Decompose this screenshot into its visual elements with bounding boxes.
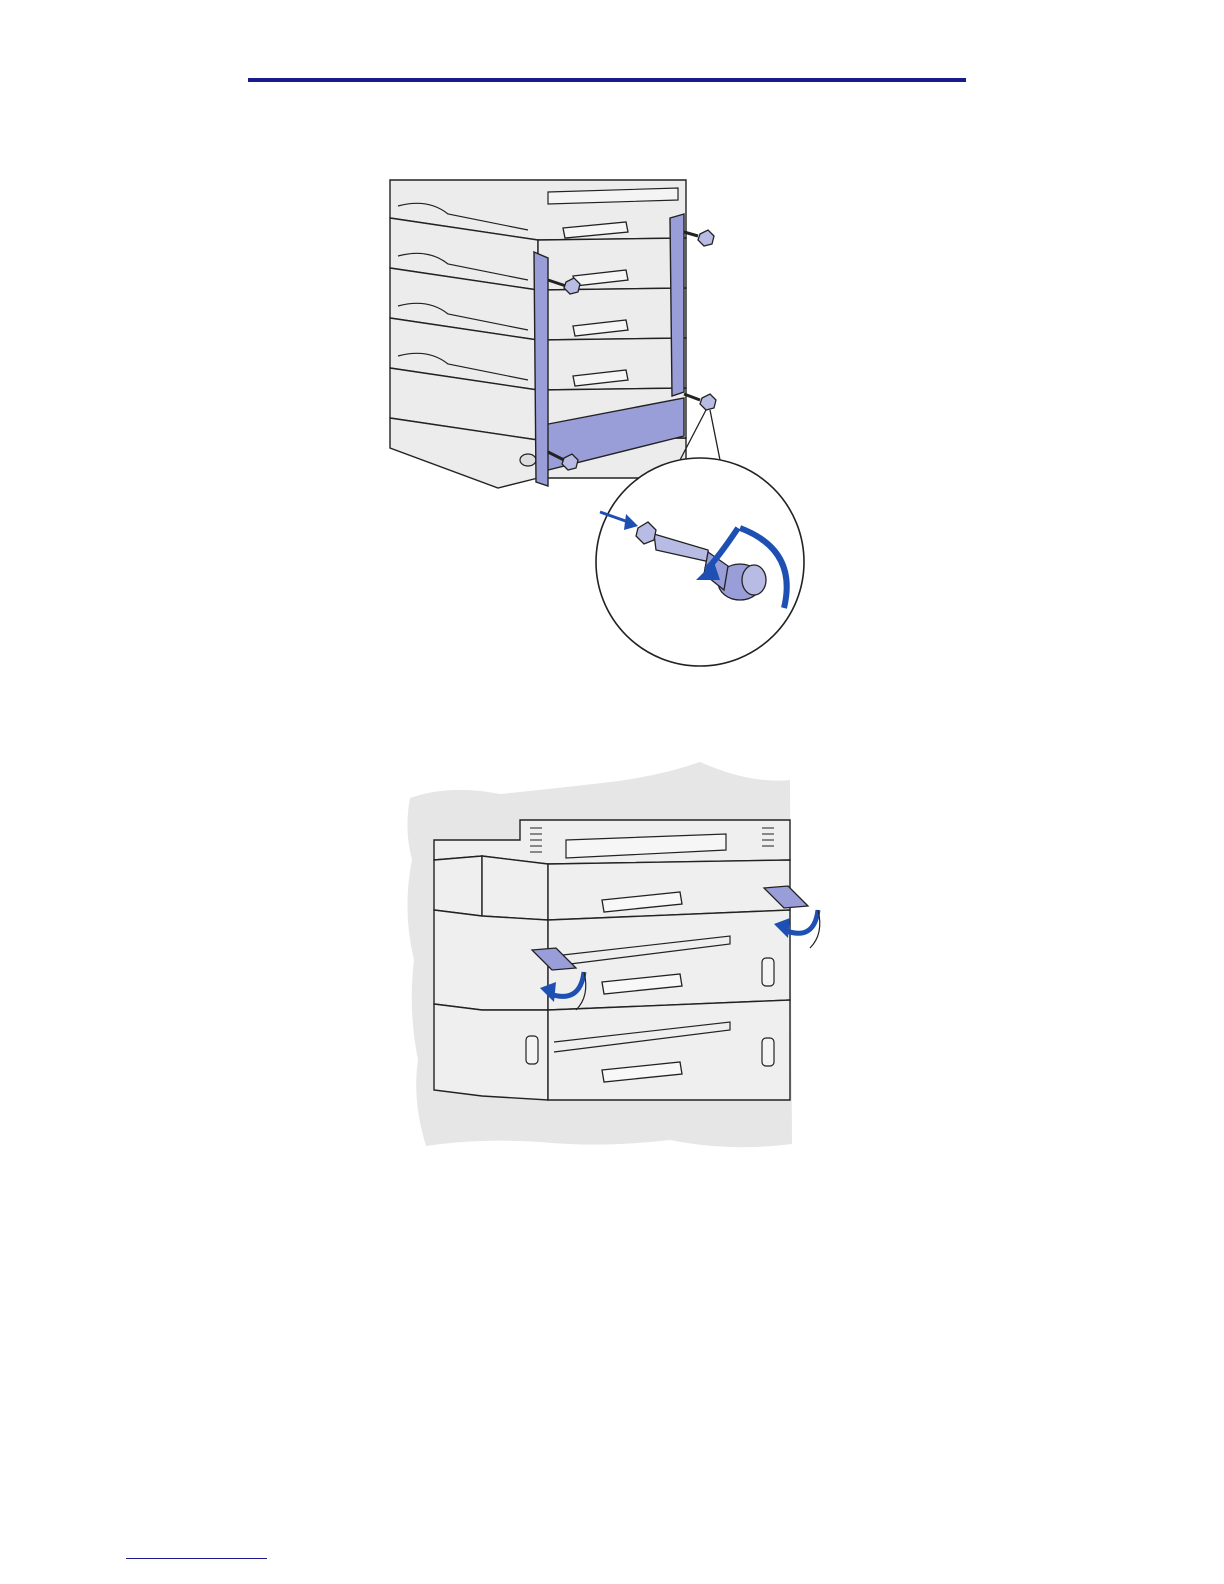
printer-bracket-icon <box>388 178 808 668</box>
bracket-install-illustration <box>388 178 808 668</box>
footnote-rule <box>126 1558 267 1559</box>
printer-latch-icon <box>390 760 840 1150</box>
latch-lock-illustration <box>390 760 840 1150</box>
header-rule <box>248 78 966 82</box>
